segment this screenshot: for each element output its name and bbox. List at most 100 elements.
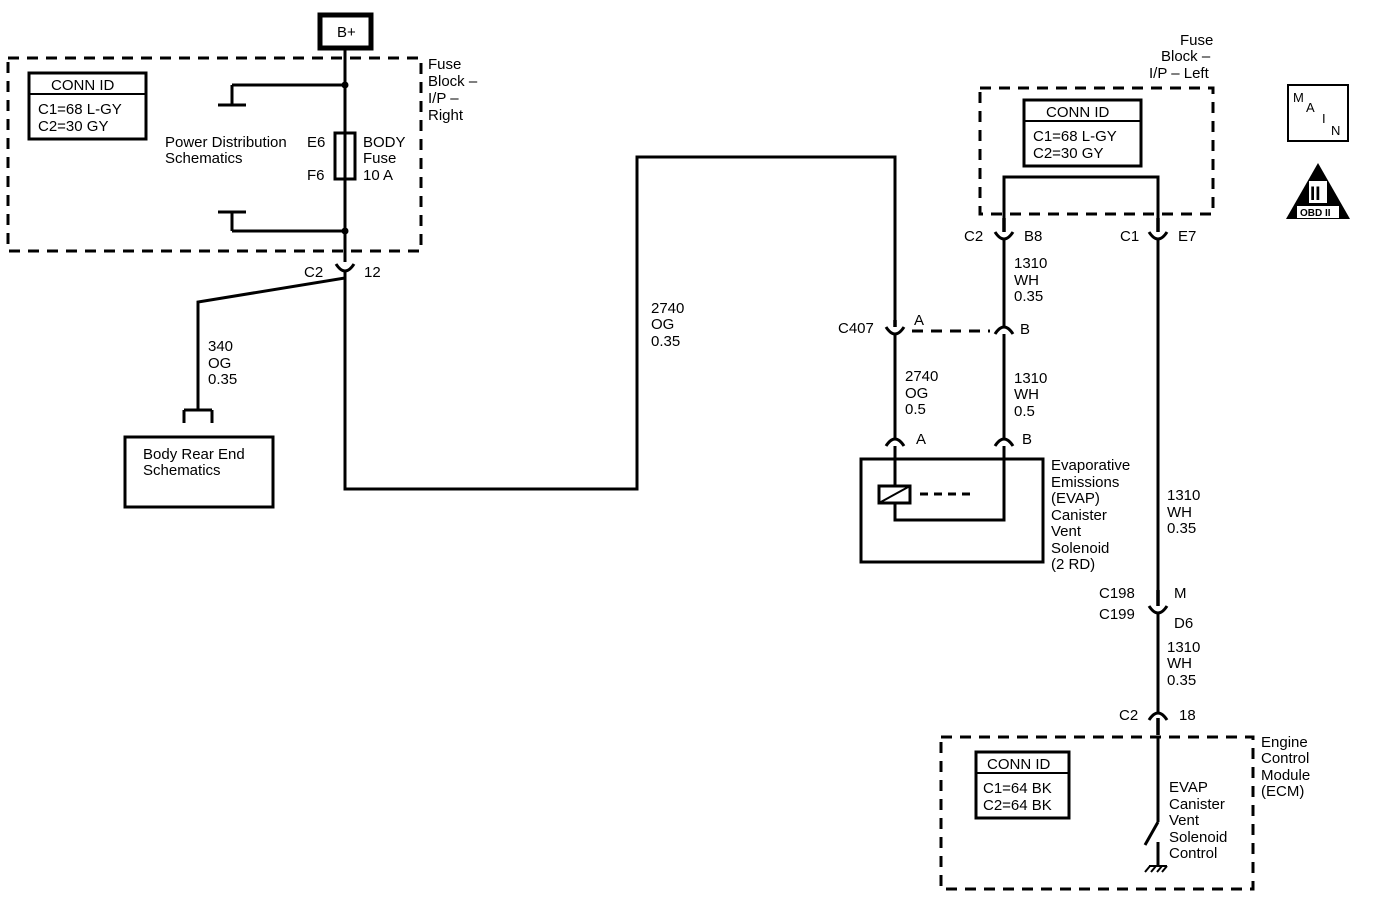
body-rear-end-box — [123, 435, 275, 509]
solenoid-connector-a — [884, 437, 906, 447]
conn-id-header-right: CONN ID — [51, 77, 115, 94]
ecm-connector — [1147, 711, 1169, 721]
conn-c2-name: C2 — [964, 228, 983, 245]
conn-id-header-ecm: CONN ID — [987, 756, 1051, 773]
wire-2740-long-label-1: 2740 — [651, 300, 684, 317]
main-badge-letter-m: M — [1293, 90, 1304, 105]
conn-id-line-left-2: C2=30 GY — [1033, 145, 1103, 162]
conn-id-box-left — [1022, 98, 1143, 168]
wire-2740-short-label-1: 2740 — [905, 368, 938, 385]
c407-name: C407 — [838, 320, 874, 337]
fuse-block-left-internal-wire — [1002, 175, 1160, 226]
obd-badge-numeral: II — [1310, 184, 1321, 205]
svg-text:Vent: Vent — [1051, 523, 1082, 540]
body-rear-end-label-1: Body Rear End — [143, 446, 245, 463]
svg-text:Control: Control — [1261, 750, 1309, 767]
fuse-name-2: Fuse — [363, 150, 396, 167]
evap-solenoid-label: Evaporative Emissions (EVAP) Canister Ve… — [1051, 457, 1130, 573]
connector-c198-c199 — [1147, 605, 1169, 615]
svg-text:Solenoid: Solenoid — [1051, 540, 1109, 557]
conn-id-line-right-2: C2=30 GY — [38, 118, 108, 135]
main-badge-letter-n: N — [1331, 123, 1340, 138]
ecm-conn-pin: 18 — [1179, 707, 1196, 724]
conn-id-line-ecm-1: C1=64 BK — [983, 780, 1052, 797]
splice-bottom — [341, 227, 349, 235]
solenoid-internal-wire — [893, 446, 1006, 522]
fuse-block-left-outline — [978, 86, 1215, 216]
conn-id-box-ecm — [974, 750, 1071, 820]
wire-2740-short-label-3: 0.5 — [905, 401, 926, 418]
svg-text:Control: Control — [1169, 845, 1217, 862]
conn-id-line-right-1: C1=68 L-GY — [38, 101, 122, 118]
wire-1310-right2-label-2: WH — [1167, 655, 1192, 672]
svg-text:Right: Right — [428, 107, 464, 124]
ground-icon — [1144, 865, 1168, 873]
wire-1310-right1-label-3: 0.35 — [1167, 520, 1196, 537]
ecm-title: Engine Control Module (ECM) — [1261, 734, 1310, 800]
power-distribution-bracket — [218, 83, 345, 233]
splice-top — [341, 81, 349, 89]
fuse-block-right-title: Fuse Block – I/P – Right — [428, 56, 478, 124]
conn-id-line-left-1: C1=68 L-GY — [1033, 128, 1117, 145]
wire-1310-top-label-2: WH — [1014, 272, 1039, 289]
svg-text:Fuse: Fuse — [428, 56, 461, 73]
wire-1310-mid-label-2: WH — [1014, 386, 1039, 403]
svg-text:(EVAP): (EVAP) — [1051, 490, 1100, 507]
svg-text:Solenoid: Solenoid — [1169, 829, 1227, 846]
c199-name: C199 — [1099, 606, 1135, 623]
c198-name: C198 — [1099, 585, 1135, 602]
conn-c2-pin: B8 — [1024, 228, 1042, 245]
conn-id-line-ecm-2: C2=64 BK — [983, 797, 1052, 814]
main-badge — [1287, 84, 1349, 142]
wire-2740-long-label-3: 0.35 — [651, 333, 680, 350]
svg-text:Canister: Canister — [1169, 796, 1225, 813]
connector-c1-e7 — [1147, 231, 1169, 241]
wire-1310-mid-label-3: 0.5 — [1014, 403, 1035, 420]
power-distribution-label-1: Power Distribution — [165, 134, 287, 151]
wire-1310-mid-label-1: 1310 — [1014, 370, 1047, 387]
wire-1310-right1-label-2: WH — [1167, 504, 1192, 521]
obd-badge-label: OBD II — [1300, 208, 1331, 219]
evap-solenoid-box — [859, 457, 1045, 564]
fuse-top-pin: E6 — [307, 134, 325, 151]
ecm-outline — [939, 735, 1255, 891]
fuse-name-1: BODY — [363, 134, 406, 151]
svg-text:(2 RD): (2 RD) — [1051, 556, 1095, 573]
wire-1310-right1-label-1: 1310 — [1167, 487, 1200, 504]
wire-1310-top-label-3: 0.35 — [1014, 288, 1043, 305]
svg-text:I/P – Left: I/P – Left — [1149, 65, 1210, 82]
wire-340-label-2: OG — [208, 355, 231, 372]
battery-label: B+ — [337, 24, 356, 41]
wire-1310-top-label-1: 1310 — [1014, 255, 1047, 272]
svg-text:EVAP: EVAP — [1169, 779, 1208, 796]
control-switch — [1143, 821, 1160, 846]
conn-id-box-right — [27, 71, 148, 141]
main-badge-letter-i: I — [1322, 111, 1326, 126]
svg-text:Fuse: Fuse — [1180, 32, 1213, 49]
svg-text:Emissions: Emissions — [1051, 474, 1119, 491]
svg-text:I/P –: I/P – — [428, 90, 459, 107]
fuse-bottom-pin: F6 — [307, 167, 325, 184]
conn-id-header-left: CONN ID — [1046, 104, 1110, 121]
c407-pin-a: A — [914, 312, 924, 329]
svg-text:Vent: Vent — [1169, 812, 1200, 829]
connector-c407-b — [993, 325, 1015, 335]
connector-c407-a — [884, 326, 906, 336]
wire-2740-long — [343, 155, 897, 491]
wire-2740-short-label-2: OG — [905, 385, 928, 402]
svg-text:Engine: Engine — [1261, 734, 1308, 751]
svg-text:Module: Module — [1261, 767, 1310, 784]
power-distribution-label-2: Schematics — [165, 150, 243, 167]
wire-1310-right2-label-1: 1310 — [1167, 639, 1200, 656]
wire-1310-right2-label-3: 0.35 — [1167, 672, 1196, 689]
svg-text:Block –: Block – — [1161, 48, 1211, 65]
connector-c2-pin: 12 — [364, 264, 381, 281]
wire-340 — [182, 270, 347, 423]
connector-c2-name: C2 — [304, 264, 323, 281]
svg-text:(ECM): (ECM) — [1261, 783, 1304, 800]
main-badge-letter-a: A — [1306, 100, 1315, 115]
wire-340-label-3: 0.35 — [208, 371, 237, 388]
conn-c1-pin: E7 — [1178, 228, 1196, 245]
c198-pin: M — [1174, 585, 1187, 602]
wire-340-label-1: 340 — [208, 338, 233, 355]
